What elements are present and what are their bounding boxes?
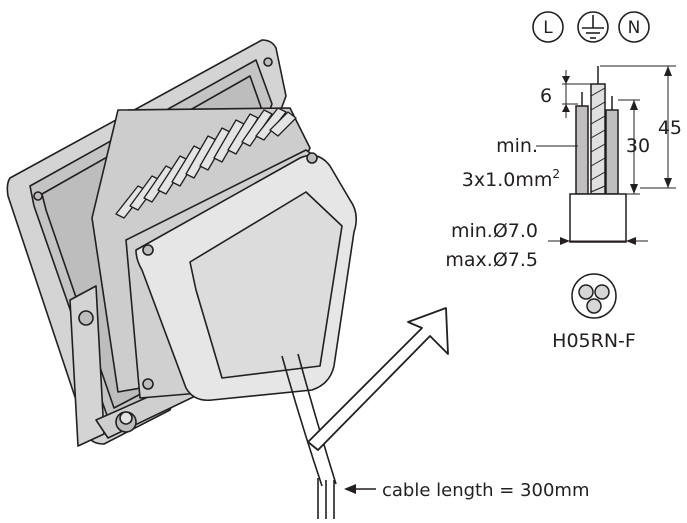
- cable-strip-detail: [536, 65, 676, 245]
- driver-screw-bl: [142, 378, 154, 390]
- detail-arrow: [307, 307, 449, 451]
- cable-diameter-max: max.Ø7.5: [445, 249, 538, 271]
- dim-core-arrow-icon: [630, 100, 638, 194]
- core-earth: [590, 83, 606, 195]
- supply-cable: [281, 353, 337, 519]
- dim-strip-arrow-icon: [562, 76, 570, 112]
- conductor-spec-line2: 3x1.0mm2: [462, 167, 560, 191]
- terminal-symbols: L N: [532, 11, 650, 43]
- bracket-pivot-bolt: [78, 310, 94, 326]
- driver-screw-tl: [142, 244, 154, 256]
- driver-box-lid: [189, 191, 343, 379]
- core-right: [605, 109, 619, 195]
- terminal-live-label: L: [543, 18, 553, 38]
- cable-diameter-min: min.Ø7.0: [451, 220, 538, 242]
- cable-length-label: cable length = 300mm: [382, 480, 589, 501]
- cable-sheath: [569, 193, 627, 243]
- dim-total-label: 45: [658, 117, 682, 139]
- conductor-spec-sup: 2: [552, 167, 560, 181]
- earth-ground-icon: [577, 11, 609, 43]
- frame-screw-top: [263, 57, 273, 67]
- conductor-spec-main: 3x1.0mm: [462, 169, 553, 191]
- terminal-live: L: [532, 11, 564, 43]
- terminal-neutral: N: [618, 11, 650, 43]
- core-earth-stripes: [590, 87, 606, 193]
- dim-core-label: 30: [626, 135, 650, 157]
- cable-length-arrowhead-icon: [344, 484, 356, 494]
- base-bolt-head: [119, 411, 133, 425]
- floodlight-illustration: [6, 39, 358, 447]
- heatsink-fins: [115, 107, 297, 219]
- conductor-spec-line1: min.: [496, 135, 538, 157]
- driver-screw-br: [33, 191, 43, 201]
- dim-strip-label: 6: [540, 85, 552, 107]
- driver-screw-tr: [306, 152, 318, 164]
- terminal-neutral-label: N: [628, 18, 641, 38]
- mounting-bracket: [69, 285, 105, 447]
- cable-cross-section-icon: [571, 273, 617, 319]
- core-left: [575, 105, 589, 195]
- cable-type-label: H05RN-F: [552, 330, 636, 352]
- cable-length-callout: cable length = 300mm: [344, 480, 589, 501]
